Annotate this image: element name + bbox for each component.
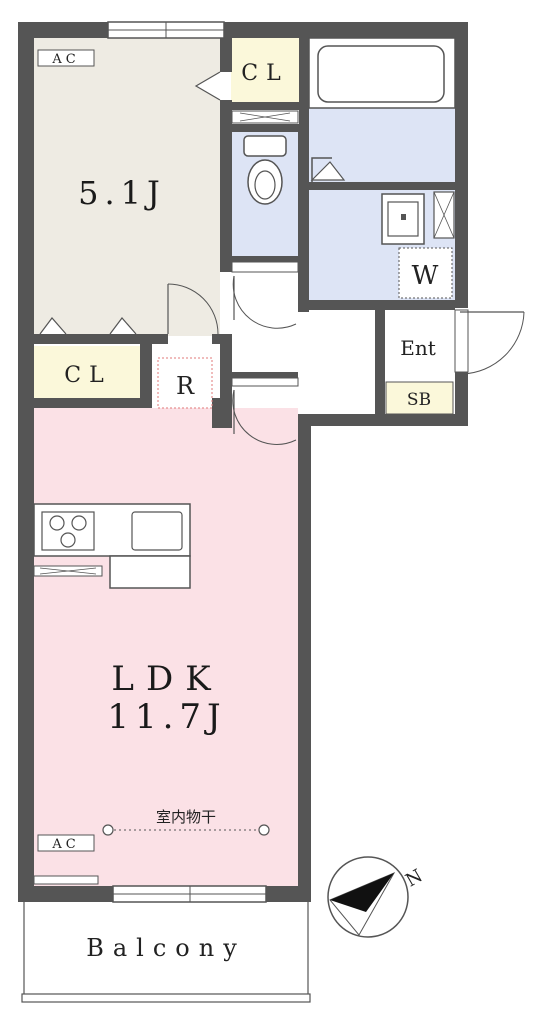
- refrigerator-space: [157, 357, 213, 409]
- toilet-door: [231, 261, 299, 329]
- western-room-door: [167, 283, 219, 335]
- bath-door: [310, 161, 346, 181]
- bathtub: [308, 37, 456, 109]
- western-room-floor: [34, 38, 220, 336]
- washer-label: W: [412, 261, 439, 291]
- ac-top-box: [37, 49, 95, 67]
- indoor-drying-rail: [102, 824, 270, 836]
- shoe-box: [385, 381, 454, 415]
- entrance-label: Ent: [400, 336, 436, 360]
- refrigerator-label: R: [176, 372, 195, 400]
- closet-mid-doors: [39, 317, 137, 335]
- vent-strip-kitchen: [33, 565, 103, 577]
- indoor-drying-label: 室内物干: [156, 808, 216, 826]
- ldk-sill: [33, 875, 99, 885]
- compass-icon: [327, 856, 409, 938]
- ac-bottom-label: AC: [51, 837, 79, 852]
- balcony-label: Balcony: [86, 934, 246, 962]
- sink-icon: [131, 511, 183, 551]
- western-room-size: 5.1J: [78, 174, 166, 212]
- ldk-floor: [34, 408, 298, 886]
- closet-mid-floor: [34, 346, 140, 398]
- ldk-door: [231, 377, 299, 445]
- ac-bottom-box: [37, 834, 95, 852]
- bath-door-swing: [311, 157, 332, 182]
- washer-space: [398, 247, 453, 299]
- closet-top-floor: [231, 38, 299, 102]
- washbasin-icon: [381, 193, 425, 245]
- closet-top-door: [194, 71, 221, 101]
- window-bottom: [112, 885, 267, 903]
- closet-top-label: CL: [241, 61, 288, 86]
- walls: [18, 22, 468, 902]
- balcony: [21, 902, 311, 1003]
- ldk-name: LDK: [111, 659, 222, 699]
- toilet-icon: [243, 135, 287, 205]
- entrance-floor: [385, 310, 453, 382]
- ldk-size: 11.7J: [107, 697, 226, 737]
- entrance-door: [454, 309, 525, 375]
- stove-icon: [41, 511, 95, 551]
- washroom-shelf: [433, 191, 455, 239]
- shoe-box-label: SB: [407, 390, 431, 410]
- ac-top-label: AC: [51, 52, 79, 67]
- vent-strip-toilet: [231, 110, 299, 124]
- window-top: [107, 21, 225, 39]
- closet-mid-label: CL: [64, 363, 111, 388]
